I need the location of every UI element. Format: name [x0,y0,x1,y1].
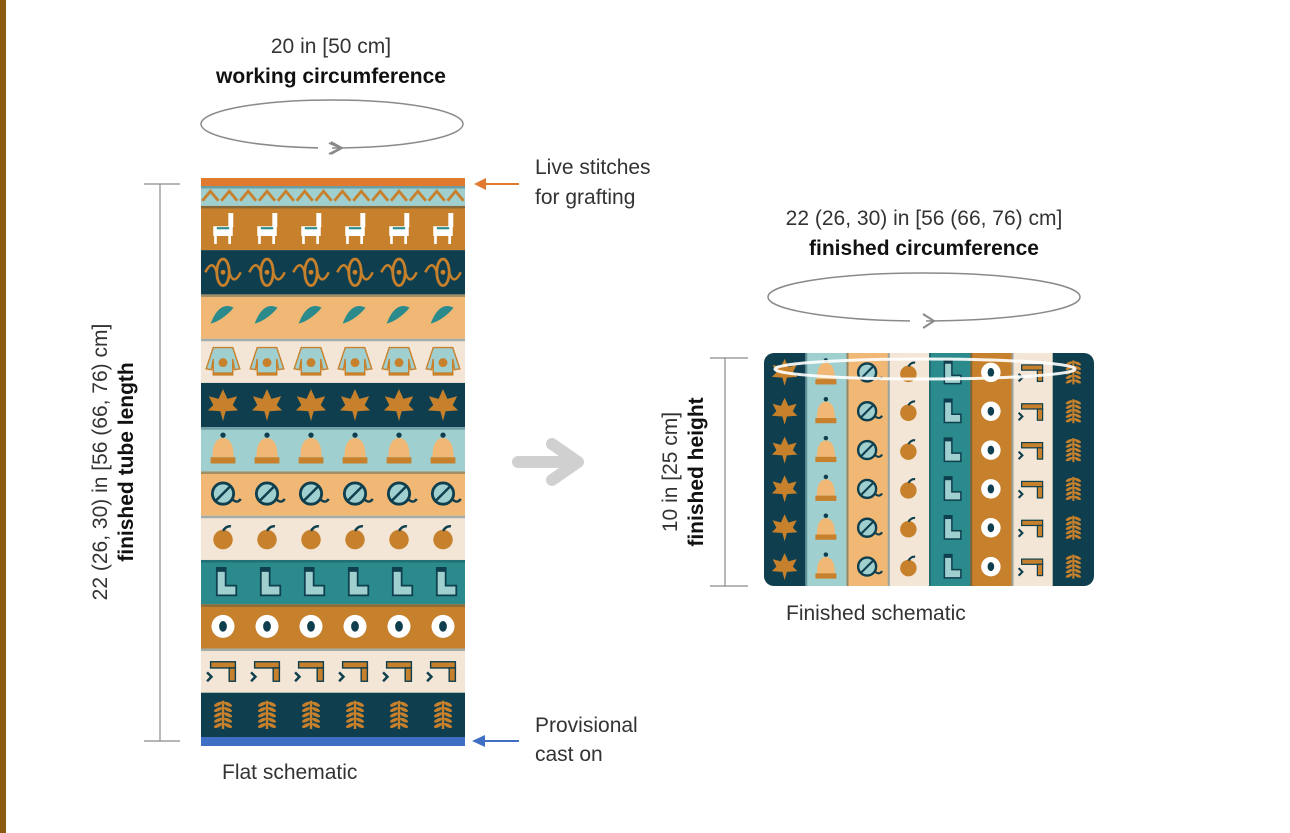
finished-column-socks [929,353,971,586]
finished-height-label: finished height [685,397,708,547]
live-stitches-arrow [474,178,519,190]
working-circumference-loop [200,99,464,155]
flat-band-yarn [201,471,465,516]
working-circumference-label: working circumference [216,65,446,88]
flat-schematic-caption: Flat schematic [222,761,358,784]
flat-band-maple [201,382,465,428]
flat-band-scarves [201,648,465,693]
flat-band-ferns [201,692,465,737]
finished-circumference-loop [767,272,1081,329]
finished-column-ferns [1052,353,1094,586]
flat-band-ornament [201,250,465,295]
tube-length-label: finished tube length [115,362,138,562]
tube-opening [773,357,1077,381]
flat-band-apples [201,515,465,560]
finished-column-yarn [846,353,889,586]
flat-band-sweaters [201,338,465,383]
finished-schematic-caption: Finished schematic [786,602,966,625]
finished-height-value: 10 in [25 cm] [659,411,682,533]
finished-column-sheep [970,353,1012,586]
finished-tube [764,353,1094,586]
finished-column-apples [887,353,930,586]
flat-band-zigzag [201,186,465,206]
finished-circumference-label: finished circumference [809,237,1039,260]
transform-arrow [512,438,584,486]
provisional-cast-on-edge [201,737,465,746]
tube-length-value: 22 (26, 30) in [56 (66, 76) cm] [89,323,112,601]
flat-band-leaves [201,294,465,339]
provisional-note-line1: Provisional [535,714,638,737]
provisional-note-line2: cast on [535,743,603,766]
working-circumference-value: 20 in [50 cm] [270,35,392,58]
flat-band-llamas [201,205,465,251]
left-accent-bar [0,0,6,833]
finished-height-dimension [710,357,748,587]
live-stitches-note-line1: Live stitches [535,156,651,179]
live-stitches-edge [201,178,465,186]
live-stitches-note-line2: for grafting [535,186,636,209]
tube-length-dimension [144,183,180,742]
flat-panel [201,186,465,737]
provisional-cast-on-arrow [472,735,519,747]
finished-column-hats [805,353,847,586]
finished-circumference-value: 22 (26, 30) in [56 (66, 76) cm] [785,207,1063,230]
flat-band-socks [201,559,465,605]
flat-band-sheep [201,604,465,649]
finished-column-scarves [1011,353,1054,586]
flat-band-hats [201,427,465,472]
finished-column-maple [764,353,806,586]
